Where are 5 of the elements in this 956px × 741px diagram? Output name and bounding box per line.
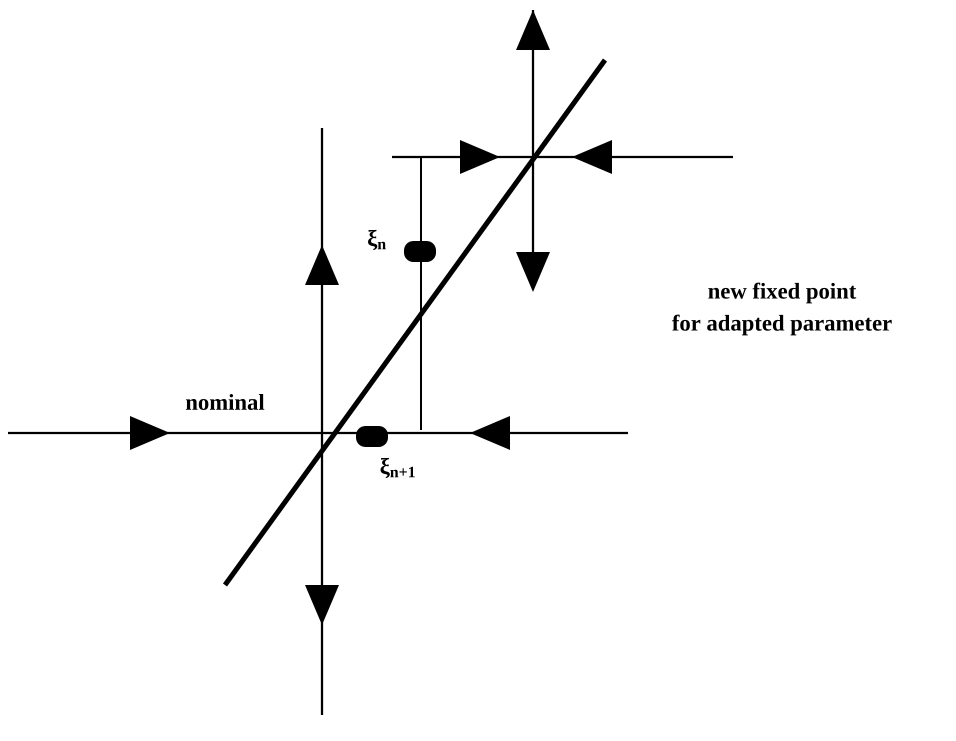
text-label: nominal — [186, 394, 264, 410]
point-label: ξ$_{n+1}$ — [380, 458, 415, 478]
text-label: for adapted parameter — [672, 314, 892, 336]
point-label: ξ$_{n}$ — [368, 230, 386, 250]
text-label: new fixed point — [708, 282, 856, 304]
